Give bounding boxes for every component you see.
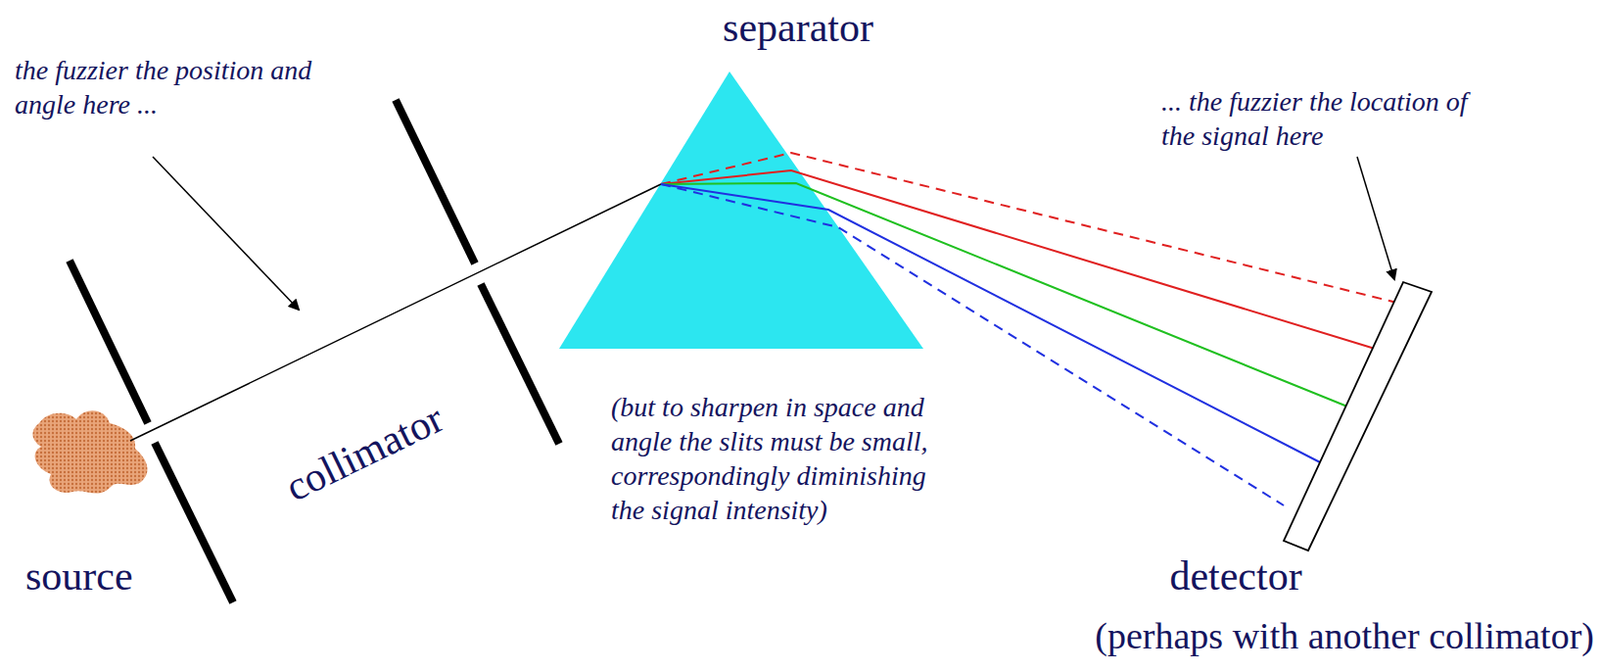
leader-arrow bbox=[152, 156, 299, 310]
collimator-slit bbox=[480, 283, 560, 444]
part-name: collimator bbox=[277, 392, 452, 514]
part-name: (perhaps with another collimator) bbox=[1094, 612, 1595, 660]
part-name: detector bbox=[1169, 550, 1302, 603]
red-ray bbox=[660, 170, 1385, 352]
source-blob bbox=[33, 410, 148, 493]
note-text: (but to sharpen in space and angle the s… bbox=[611, 389, 949, 527]
green-ray bbox=[660, 183, 1353, 409]
collimator-slit bbox=[69, 260, 148, 424]
detector-plate bbox=[1283, 282, 1432, 551]
blue-ray-dashed bbox=[660, 184, 1284, 506]
part-name: source bbox=[25, 550, 134, 603]
beam bbox=[130, 184, 661, 441]
blue-ray bbox=[660, 184, 1324, 465]
collimator-slit bbox=[395, 99, 475, 264]
note-text: the fuzzier the position and angle here … bbox=[14, 52, 338, 122]
prism bbox=[559, 71, 924, 349]
red-ray-dashed bbox=[660, 152, 1413, 307]
collimator-slit bbox=[154, 442, 234, 603]
note-text: ... the fuzzier the location of the sign… bbox=[1161, 84, 1485, 153]
part-name: separator bbox=[722, 1, 874, 54]
leader-arrow bbox=[1357, 156, 1395, 280]
